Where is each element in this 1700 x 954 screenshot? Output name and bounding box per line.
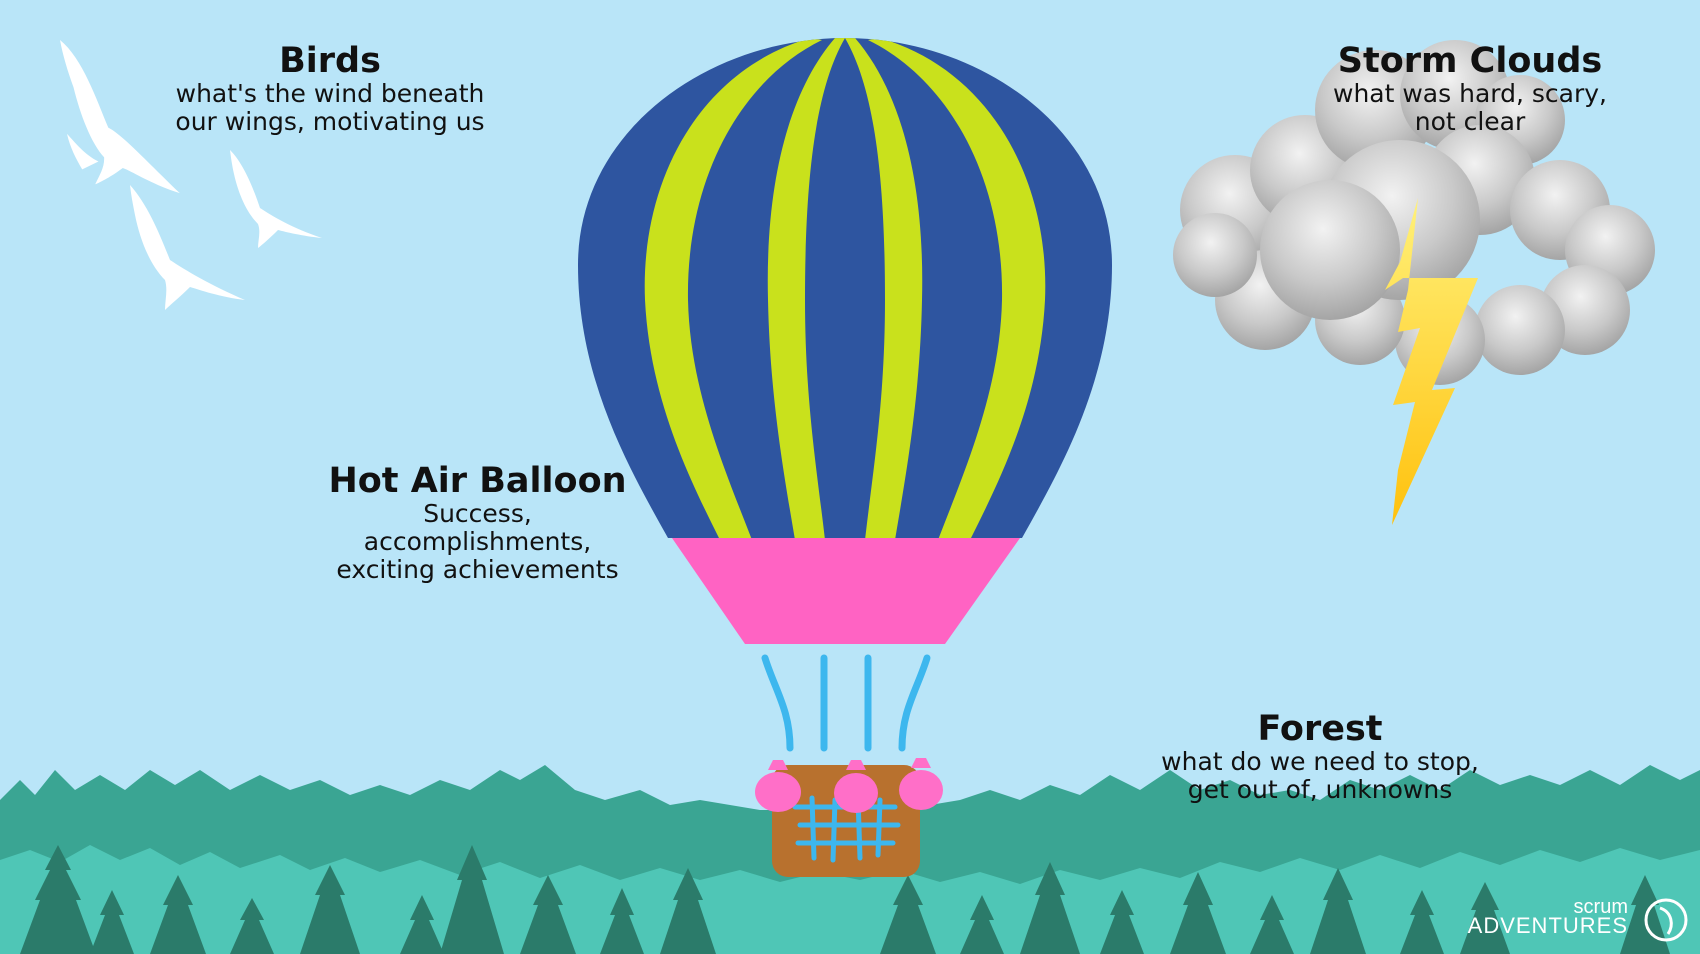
birds-label: Birds what's the wind beneath our wings,… (160, 42, 500, 136)
storm-clouds-title: Storm Clouds (1295, 42, 1645, 80)
hot-air-balloon-desc-line1: Success, (315, 500, 640, 528)
forest-label: Forest what do we need to stop, get out … (1140, 710, 1500, 804)
birds-title: Birds (160, 42, 500, 80)
storm-clouds-desc-line1: what was hard, scary, (1295, 80, 1645, 108)
hot-air-balloon-title: Hot Air Balloon (315, 462, 640, 500)
forest-desc-line2: get out of, unknowns (1140, 776, 1500, 804)
birds-desc-line2: our wings, motivating us (160, 108, 500, 136)
birds-desc-line1: what's the wind beneath (160, 80, 500, 108)
forest-title: Forest (1140, 710, 1500, 748)
forest-desc-line1: what do we need to stop, (1140, 748, 1500, 776)
scrum-adventures-logo: scrum ADVENTURES (1470, 896, 1690, 946)
storm-clouds-label: Storm Clouds what was hard, scary, not c… (1295, 42, 1645, 136)
sandbags (755, 758, 943, 813)
storm-clouds-desc-line2: not clear (1295, 108, 1645, 136)
hot-air-balloon-desc-line2: accomplishments, (315, 528, 640, 556)
hot-air-balloon-desc-line3: exciting achievements (315, 556, 640, 584)
logo-text-big: ADVENTURES (1468, 913, 1628, 939)
hot-air-balloon-label: Hot Air Balloon Success, accomplishments… (315, 462, 640, 584)
